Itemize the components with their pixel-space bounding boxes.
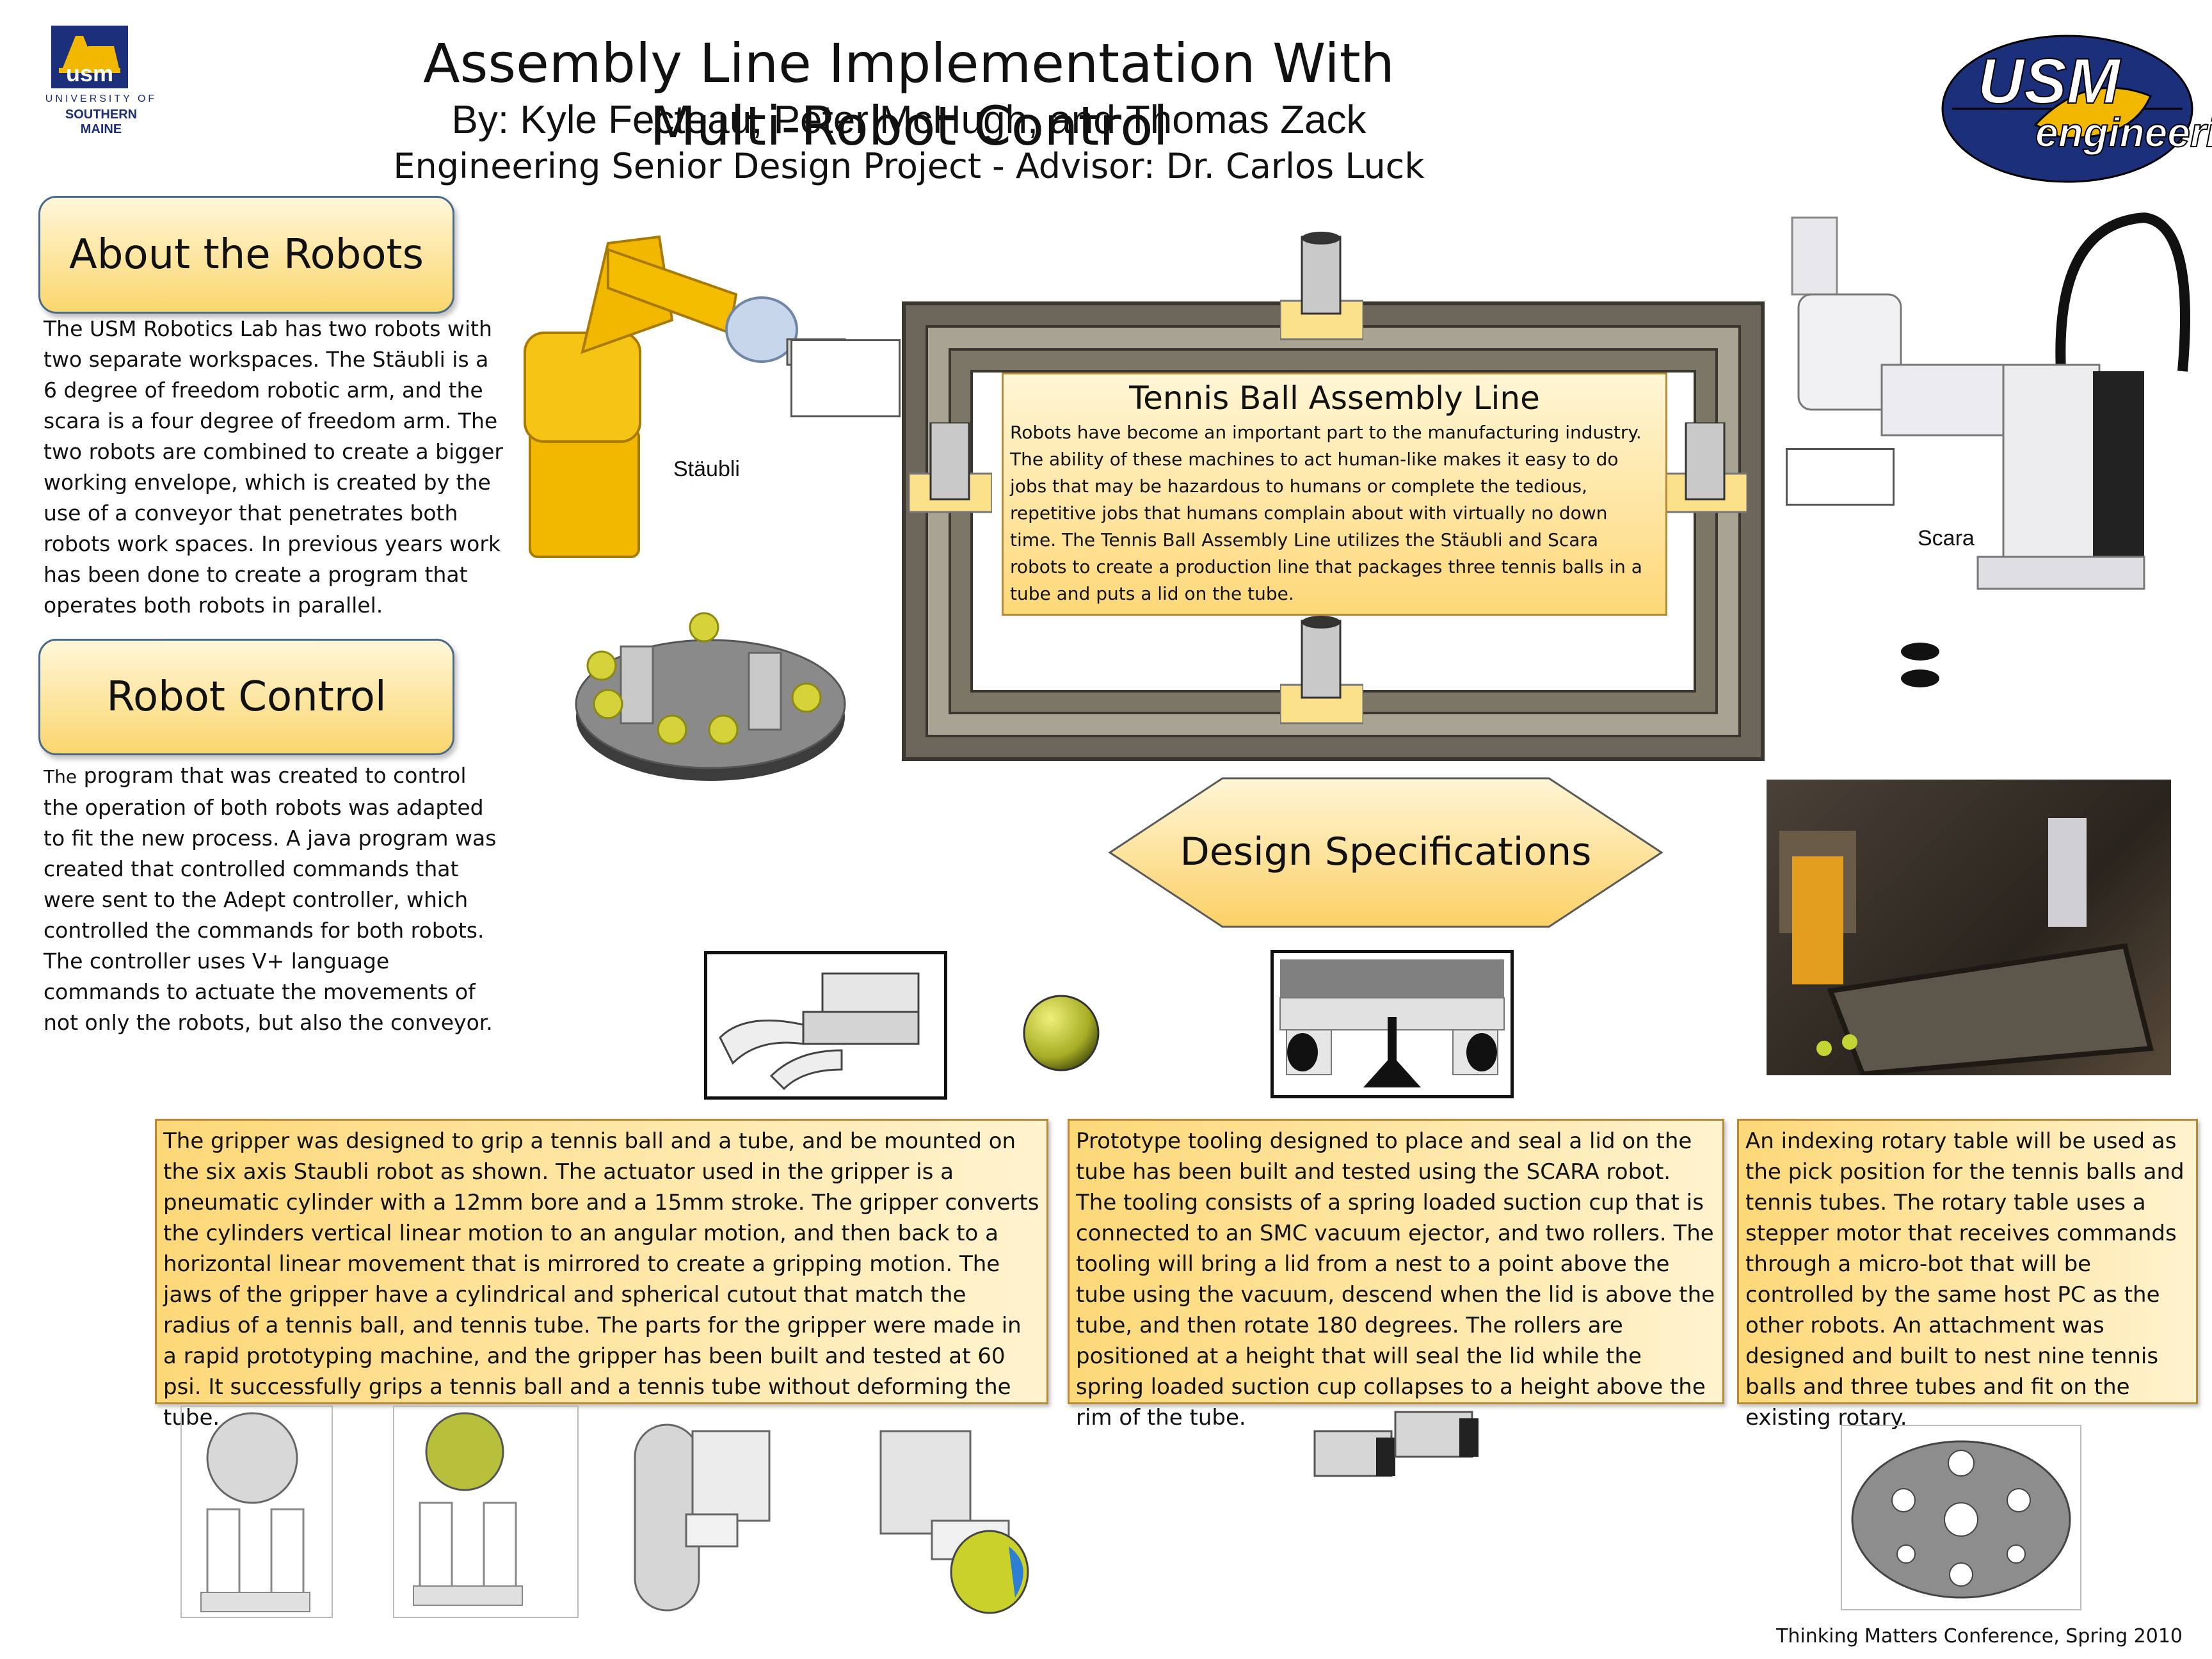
assembly-text: Robots have become an important part to … [1010,422,1642,604]
control-text: The program that was created to control … [44,760,504,1038]
control-heading-box: Robot Control [38,639,454,755]
rotary-plate-icon [1851,1440,2071,1599]
tube-holder-bottom [1279,614,1365,730]
vacuum-ejector-icon [1313,1411,1479,1477]
usm-left-abbr: usm [65,60,114,86]
poster-authors: By: Kyle Fecteau, Peter McHugh, and Thom… [451,98,1366,142]
control-body: program that was created to control the … [44,763,497,1035]
usm-logo-left: usm UNIVERSITY OF SOUTHERN MAINE [37,23,165,145]
rotary-plate-image [1841,1425,2081,1610]
staubli-label: Stäubli [673,457,740,481]
poster-advisor: Engineering Senior Design Project - Advi… [393,146,1425,186]
design-specs-banner: Design Specifications [1107,776,1664,929]
control-lead: The [44,766,77,787]
gripper-image-frame [704,951,947,1100]
rotary-box: An indexing rotary table will be used as… [1737,1119,2198,1431]
lab-photo-content [1779,818,2154,1077]
gripper-inset [790,339,901,417]
usm-engineering-emblem-icon [1941,35,2193,183]
gripper-box: The gripper was designed to grip a tenni… [155,1119,1048,1431]
gripper-text: The gripper was designed to grip a tenni… [163,1128,1039,1431]
footer-text: Thinking Matters Conference, Spring 2010 [1776,1625,2183,1647]
tennis-ball-icon [1023,995,1100,1071]
usm-right-top: USM [1977,45,2120,118]
gripper-drawing-3 [622,1406,814,1618]
scara-label: Scara [1918,526,1975,550]
assembly-box: Tennis Ball Assembly Line Robots have be… [1002,373,1667,616]
scara-rollers-image [1882,627,1959,704]
gripper-drawing-1 [180,1406,333,1618]
suction-tooling-icon [1279,959,1505,1087]
about-heading: About the Robots [69,231,424,278]
staubli-robot-image [512,224,909,589]
gripper-drawing-4 [855,1406,1047,1618]
scara-robot-image [1786,198,2202,634]
rotary-table-image [570,576,851,794]
usm-left-line1: UNIVERSITY OF [45,93,157,104]
scara-robot-icon [1791,212,2190,590]
tooling-box: Prototype tooling designed to place and … [1068,1119,1724,1431]
usm-engineering-logo: USM engineering [1939,32,2212,186]
usm-left-line2: SOUTHERN MAINE [65,108,138,136]
about-text: The USM Robotics Lab has two robots with… [44,316,503,618]
gripper-ball-iso-drawing [879,1430,1029,1614]
tooling-text: Prototype tooling designed to place and … [1076,1128,1715,1431]
staubli-robot-icon [524,235,846,558]
design-specs-heading: Design Specifications [1180,830,1592,874]
usm-right-bottom: engineering [2035,109,2212,156]
vacuum-ejector-image [1312,1406,1493,1505]
gripper-ball-drawing [413,1412,523,1606]
gripper-tube-drawing [200,1412,310,1612]
control-heading: Robot Control [106,673,387,721]
scara-tool-inset [1786,448,1895,506]
hexagon-shape [1108,777,1663,928]
rotary-table-icon [575,612,846,781]
poster-title: Assembly Line Implementation With Multi-… [423,32,1395,157]
lab-photo [1767,780,2171,1077]
rotary-text: An indexing rotary table will be used as… [1745,1128,2184,1431]
assembly-heading: Tennis Ball Assembly Line [1129,380,1540,417]
tube-holder-right [1663,421,1749,538]
gripper-tube-iso-drawing [634,1423,771,1612]
usm-lighthouse-icon [51,26,128,88]
tube-holder-top [1279,230,1365,346]
tennis-ball-image [1022,993,1101,1073]
tooling-image-frame [1270,950,1514,1098]
about-heading-box: About the Robots [38,196,454,314]
gripper-icon [719,972,920,1091]
gripper-drawing-2 [393,1406,579,1618]
tube-holder-left [908,421,993,538]
